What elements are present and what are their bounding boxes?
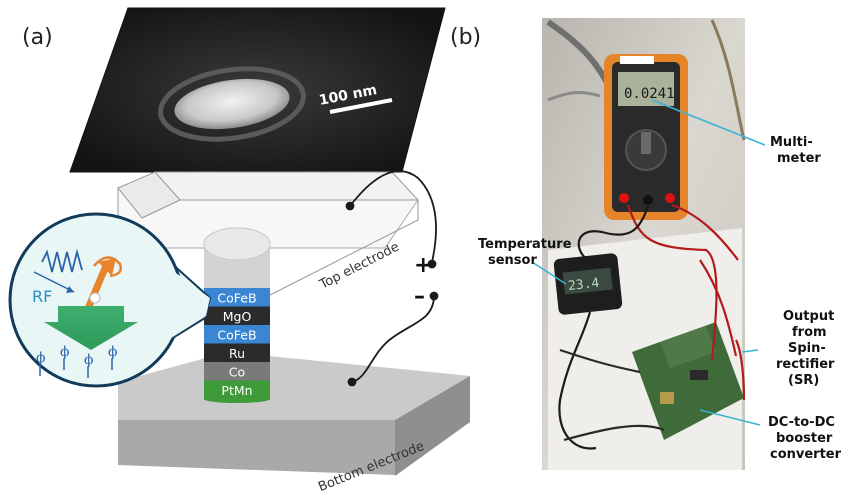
nanopillar-particle xyxy=(174,78,290,130)
multimeter-reading: 0.0241 xyxy=(624,86,675,102)
output-label-line5: (SR) xyxy=(788,373,819,388)
stack-layer-edge xyxy=(204,395,270,403)
temperature-sensor: 23.4 xyxy=(553,253,623,315)
bottom-electrode: Bottom electrode xyxy=(118,352,470,495)
phi-symbol: ϕ xyxy=(84,352,94,368)
stack-layer-label: MgO xyxy=(223,309,252,324)
temperature-label-line1: Temperature xyxy=(478,237,572,252)
minus-sign: – xyxy=(414,284,425,309)
rf-label: RF xyxy=(32,287,52,306)
stack-layer-label: CoFeB xyxy=(217,328,256,343)
green-down-arrow-icon xyxy=(44,306,138,350)
phi-symbols: ϕ ϕ ϕ ϕ xyxy=(36,344,118,378)
callout-lines xyxy=(531,99,766,426)
booster-label-line2: booster xyxy=(776,431,833,446)
output-label-line3: Spin- xyxy=(788,341,826,356)
rf-wave-icon xyxy=(41,248,83,273)
output-label-line1: Output xyxy=(783,309,834,324)
stack-layer-ptmn xyxy=(204,380,270,400)
photo: 0.0241 23.4 xyxy=(542,18,746,470)
multimeter-label-line1: Multi- xyxy=(770,135,813,150)
scale-bar xyxy=(329,98,393,114)
stack-layer-label: Ru xyxy=(229,346,245,361)
output-label-line4: rectifier xyxy=(776,357,835,372)
booster-board xyxy=(632,322,744,440)
booster-label-line1: DC-to-DC xyxy=(768,415,835,430)
multimeter-label-line2: meter xyxy=(777,151,821,166)
wires xyxy=(345,170,439,387)
sem-image: 100 nm xyxy=(69,7,446,173)
phi-symbol: ϕ xyxy=(36,350,46,366)
stack-layer-label: CoFeB xyxy=(217,291,256,306)
inset-bubble: RF ϕ ϕ ϕ ϕ xyxy=(8,212,212,388)
temperature-reading: 23.4 xyxy=(567,276,600,294)
stack-layer-ru xyxy=(204,343,270,363)
phi-symbol: ϕ xyxy=(60,344,70,360)
phi-symbol: ϕ xyxy=(108,344,118,360)
stack-layer-cofeb xyxy=(204,288,270,308)
stack-layer-co xyxy=(204,362,270,382)
temperature-label-line2: sensor xyxy=(488,253,537,268)
multimeter: 0.0241 xyxy=(604,54,688,220)
panel-b-label: (b) xyxy=(450,25,481,50)
panel-a-label: (a) xyxy=(22,25,53,50)
stack-layer-label: Co xyxy=(229,365,245,380)
top-electrode: Top electrode xyxy=(117,171,420,297)
output-label-line2: from xyxy=(792,325,827,340)
stack-layer-cofeb xyxy=(204,325,270,345)
booster-label-line3: converter xyxy=(770,447,842,462)
stack-layer-mgo xyxy=(204,306,270,326)
plus-sign: + xyxy=(414,253,432,278)
stack-layer-label: PtMn xyxy=(221,383,252,398)
